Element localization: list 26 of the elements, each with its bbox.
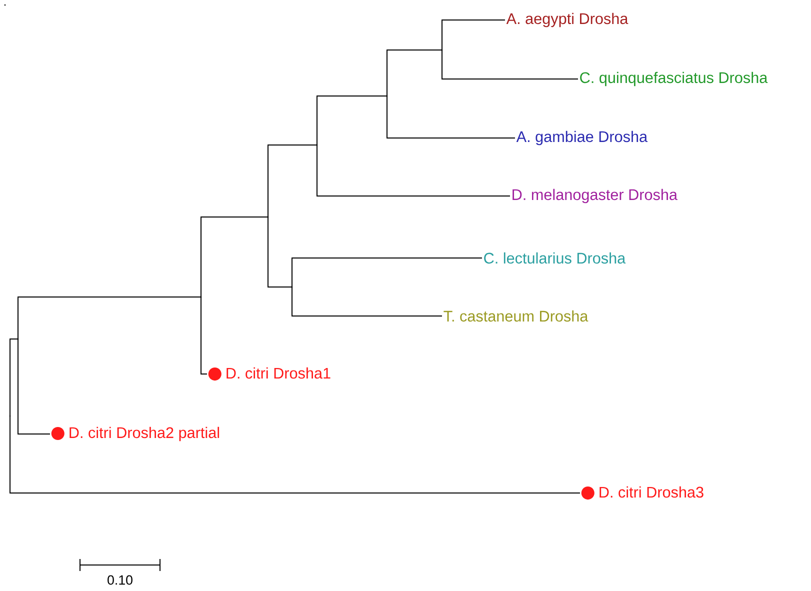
leaf-label: A. gambiae Drosha: [516, 130, 648, 146]
tree-branch: [200, 296, 208, 374]
tree-branch: [386, 50, 442, 96]
tree-branch: [292, 258, 482, 288]
leaf-label: D. citri Drosha1: [208, 367, 330, 381]
tree-branch: [10, 338, 18, 416]
leaf-label: C. quinquefasciatus Drosha: [580, 72, 768, 86]
tree-branch: [10, 416, 580, 494]
tree-branch: [200, 216, 268, 298]
leaf-label: C. lectularius Drosha: [484, 252, 626, 264]
leaf-label: T. castaneum Drosha: [444, 310, 588, 322]
tree-branch: [268, 216, 292, 288]
tree-branch: [316, 96, 388, 146]
tree-branch: [18, 296, 202, 340]
tree-branch: [18, 338, 50, 434]
scale-label: 0.10: [108, 575, 132, 585]
leaf-label: D. citri Drosha2 partial: [51, 426, 220, 442]
tree-branch: [268, 144, 318, 218]
tree-branch: [442, 20, 506, 50]
leaf-label: D. citri Drosha3: [581, 486, 704, 500]
leaf-label: D. melanogaster Drosha: [512, 188, 678, 204]
tree-branch: [442, 50, 578, 80]
tree-branch: [386, 96, 516, 138]
leaf-label: A. aegypti Drosha: [506, 12, 628, 28]
tree-branch: [316, 144, 510, 196]
tree-branch: [292, 286, 442, 316]
